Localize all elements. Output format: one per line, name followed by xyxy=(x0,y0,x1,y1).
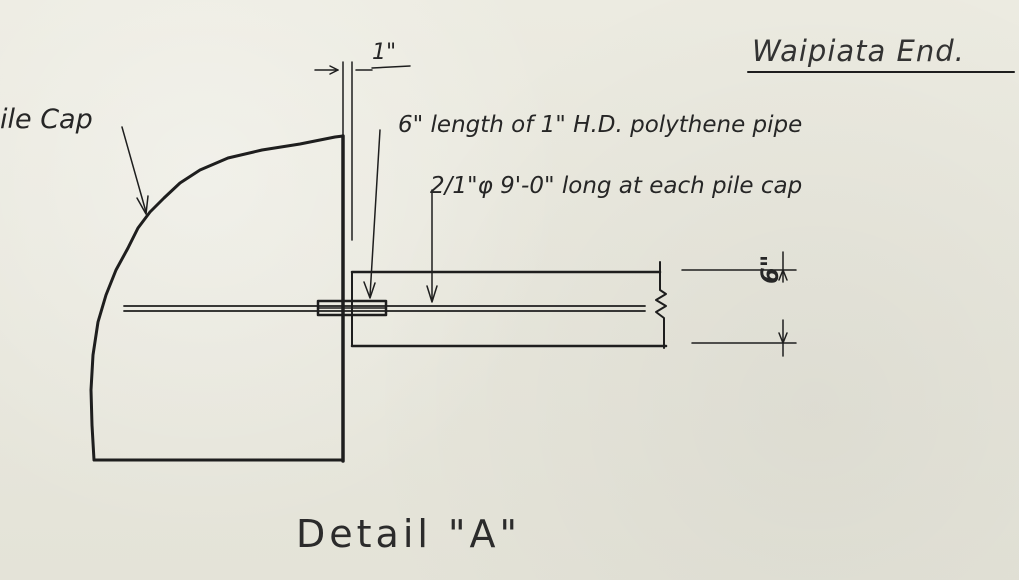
bar-leader-arrowhead xyxy=(426,285,438,303)
bar-note-label: 2/1"φ 9'-0" long at each pile cap xyxy=(430,173,803,199)
depth-dim-bottom-arrowhead xyxy=(778,332,788,344)
gap-dimension-label: 1" xyxy=(372,40,397,65)
depth-dim-top-arrowhead xyxy=(778,269,788,281)
pipe-leader-line xyxy=(369,129,381,297)
pilecap-leader-line xyxy=(121,126,147,213)
drawing-title: Waipiata End. xyxy=(752,34,965,68)
pilecap-leader-arrowhead xyxy=(136,195,149,215)
pile-cap-outline xyxy=(89,134,345,462)
slab-break-line xyxy=(655,261,667,349)
gap-dim-left-arrowhead xyxy=(329,65,339,75)
pile-cap-label: ile Cap xyxy=(0,104,93,135)
pipe-note-label: 6" length of 1" H.D. polythene pipe xyxy=(398,112,803,138)
depth-dimension-label: 6" xyxy=(756,254,784,284)
gap-label-underline xyxy=(371,65,411,69)
detail-caption: Detail "A" xyxy=(296,512,521,556)
pipe-leader-arrowhead xyxy=(363,281,376,299)
